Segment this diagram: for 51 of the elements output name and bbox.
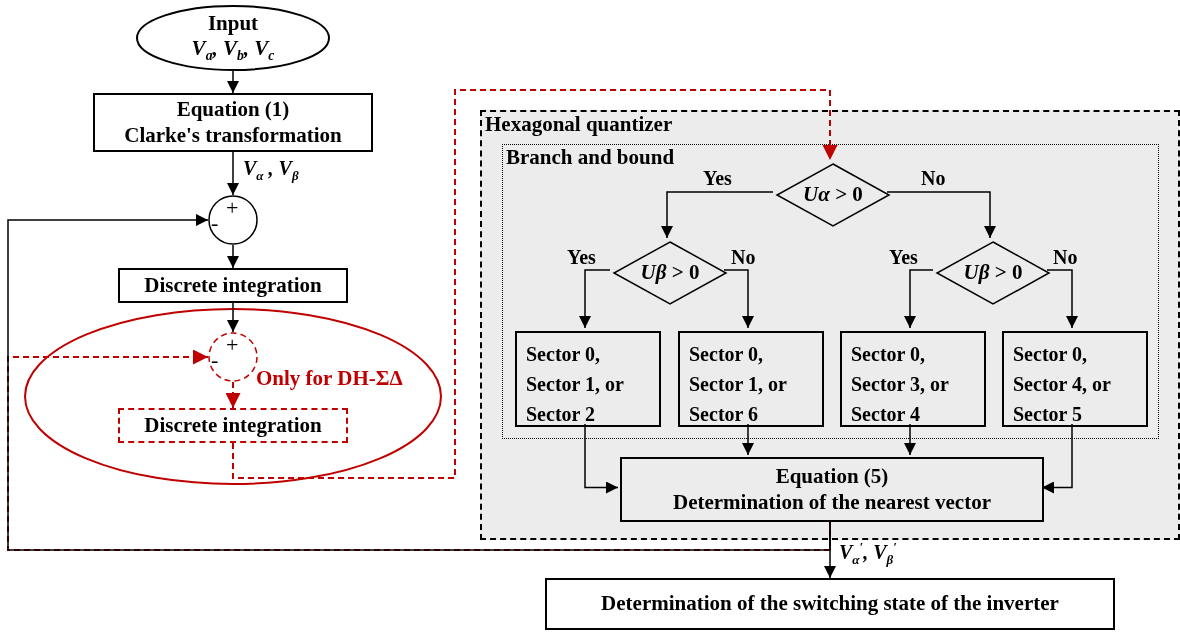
- arrow: [579, 269, 611, 329]
- arrow: [904, 423, 916, 456]
- arrow: [7, 214, 831, 551]
- arrow: [584, 423, 619, 494]
- node-heading: Equation (1): [176, 97, 290, 123]
- arrow: [227, 151, 239, 196]
- annotation-text: Only for DH-ΣΔ: [256, 366, 403, 392]
- node-text: Sector 0, Sector 3, or Sector 4: [851, 342, 950, 427]
- arrow: [225, 381, 241, 409]
- node-text: Determination of the switching state of the inverter: [601, 591, 1059, 617]
- node-text: V$_{a}$, V$_{b}$, V$_{c}$: [191, 36, 275, 65]
- arrow: [661, 191, 774, 239]
- minus-sign: -: [211, 212, 219, 234]
- process-box: [545, 578, 1115, 630]
- node-text: Determination of the nearest vector: [673, 489, 991, 515]
- node-text: Uα > 0: [803, 182, 863, 208]
- node-text: Sector 0, Sector 4, or Sector 5: [1013, 342, 1112, 427]
- arrow: [232, 89, 838, 479]
- node-text: Uβ > 0: [640, 260, 700, 286]
- arrow: [886, 191, 996, 239]
- branch-and-bound-panel: [502, 144, 1159, 439]
- arrow: [742, 423, 754, 456]
- process-box: [93, 93, 373, 152]
- node-text: Sector 0, Sector 1, or Sector 6: [689, 342, 788, 427]
- arrow: [723, 269, 754, 329]
- process-box: [620, 457, 1044, 522]
- panel-title: Hexagonal quantizer: [485, 112, 674, 138]
- minus-sign: -: [211, 349, 219, 371]
- plus-sign: +: [226, 197, 239, 219]
- node-text: Discrete integration: [144, 412, 322, 439]
- arrow: [227, 70, 239, 94]
- sector-box: [515, 331, 661, 427]
- plus-sign: +: [226, 334, 239, 356]
- arrow: [904, 269, 934, 329]
- node-text: Clarke's transformation: [124, 122, 342, 148]
- arrow: [227, 302, 239, 333]
- arrow: [1041, 423, 1073, 494]
- arrow: [227, 244, 239, 269]
- arrow: [1046, 269, 1078, 329]
- sector-box: [1002, 331, 1148, 427]
- node-text: Discrete integration: [144, 272, 322, 299]
- node-text: Uβ > 0: [963, 260, 1023, 286]
- panel-title: Branch and bound: [506, 145, 676, 171]
- process-box: [118, 268, 348, 303]
- node-text: Sector 0, Sector 1, or Sector 2: [526, 342, 625, 427]
- node-heading: Equation (5): [775, 464, 889, 490]
- node-heading: Input: [207, 11, 259, 37]
- sector-box: [678, 331, 824, 427]
- process-box: [118, 408, 348, 443]
- quantizer-panel: [480, 110, 1180, 540]
- sector-box: [840, 331, 986, 427]
